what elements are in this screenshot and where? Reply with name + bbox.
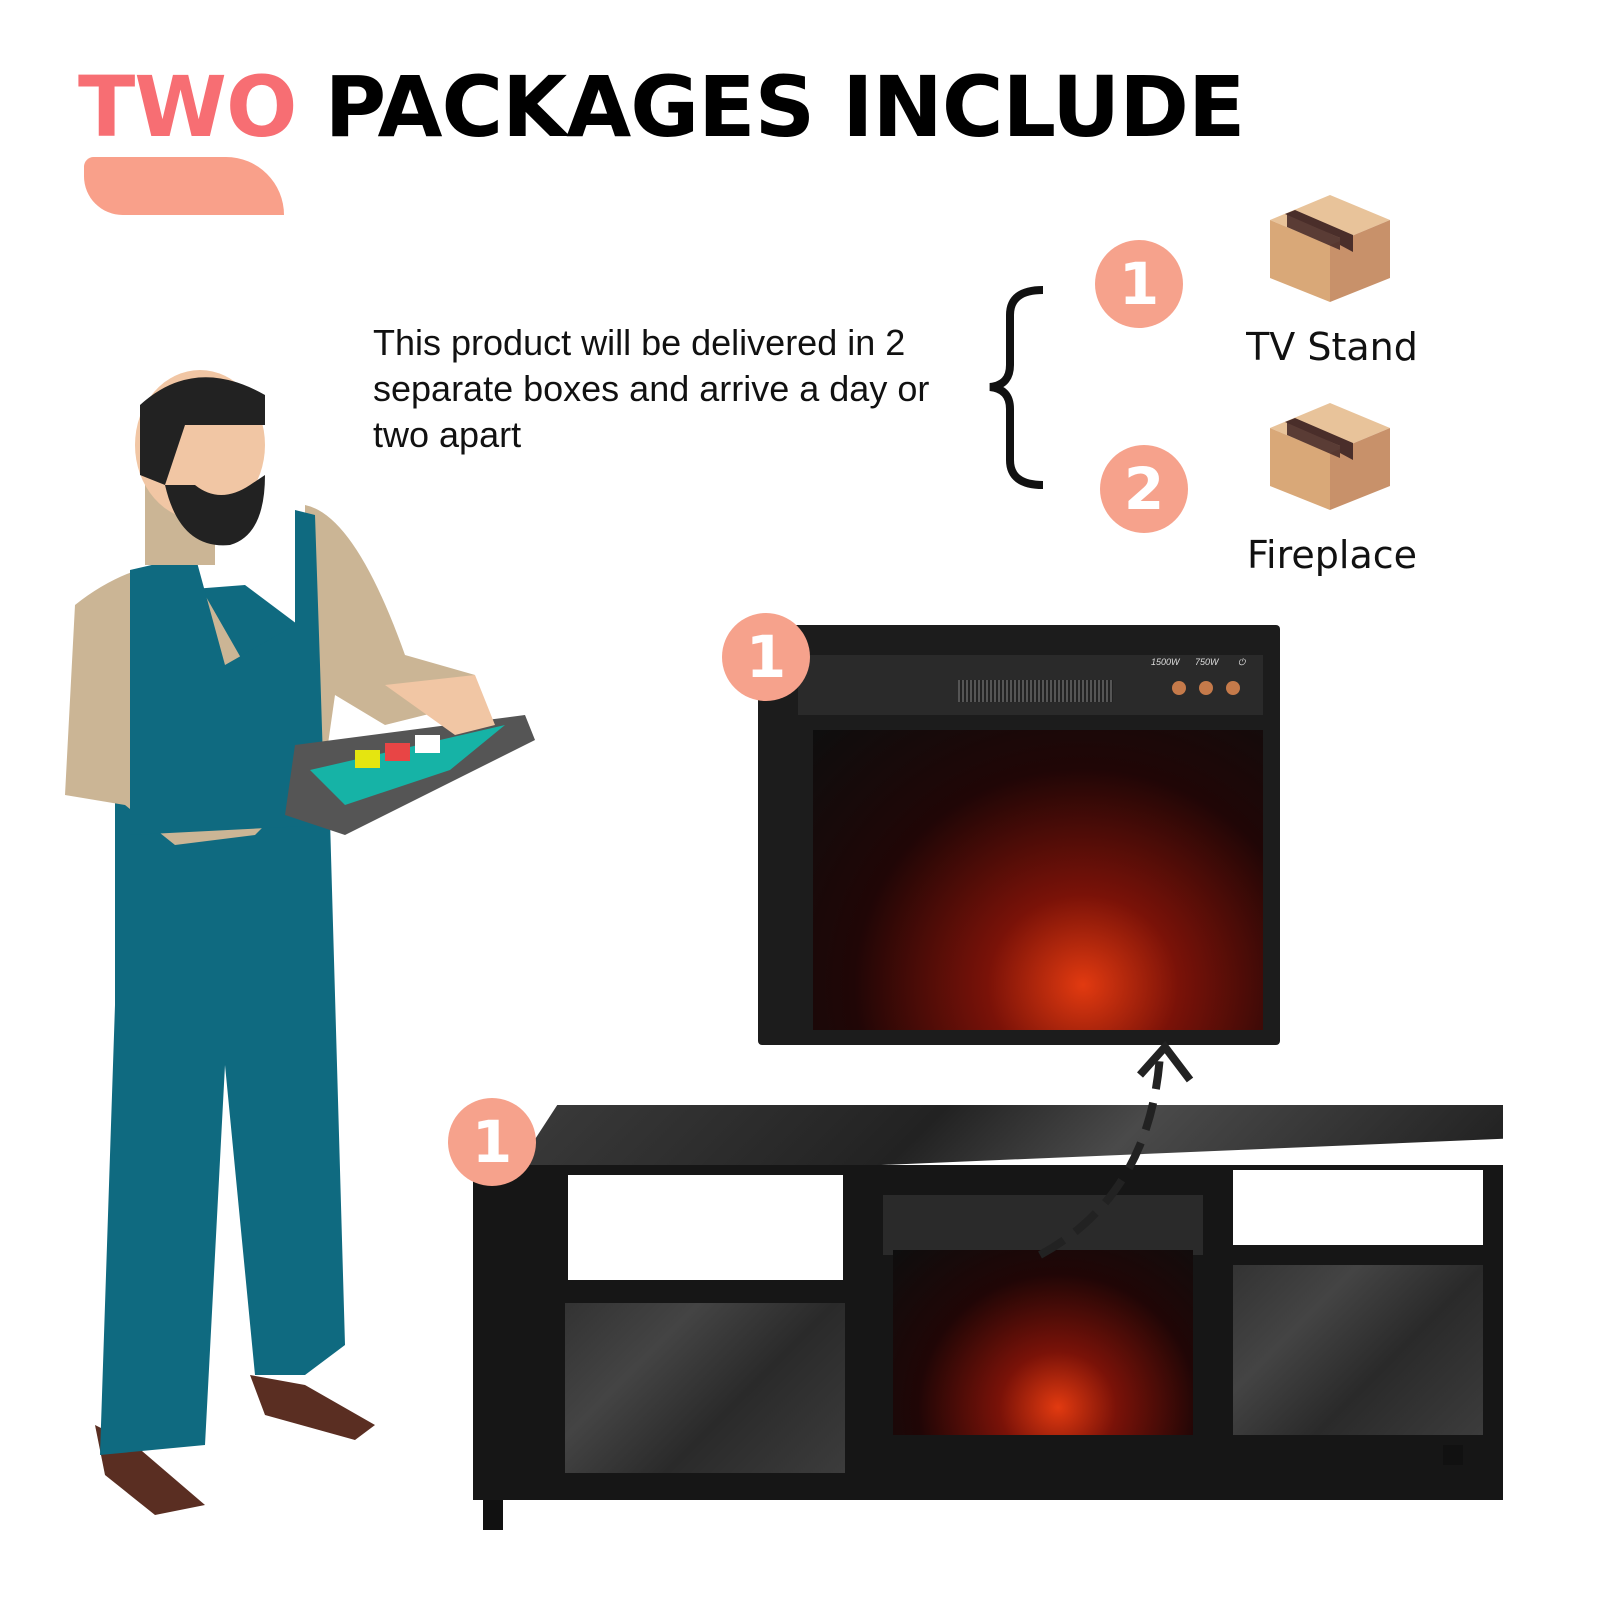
power-low-label: 750W [1195, 657, 1219, 667]
arrow-up-icon [1038, 1040, 1194, 1259]
tv-stand-marker: 1 [448, 1098, 536, 1186]
delivery-description: This product will be delivered in 2 sepa… [373, 322, 930, 455]
package-label-fireplace: Fireplace [1246, 533, 1418, 577]
package-number-1: 1 [1095, 240, 1183, 328]
flame-display [813, 730, 1263, 1030]
title-underline-shape [84, 157, 284, 215]
knob[interactable] [1172, 681, 1186, 695]
cardboard-box-icon [1270, 195, 1390, 302]
worker-illustration [65, 370, 535, 1515]
fireplace-marker: 1 [722, 613, 810, 701]
power-icon: ⏻ [1238, 657, 1246, 667]
brace-icon [989, 286, 1044, 489]
package-label-tv-stand: TV Stand [1246, 325, 1418, 369]
knob[interactable] [1199, 681, 1213, 695]
package-number-2: 2 [1100, 445, 1188, 533]
cardboard-box-icon [1270, 403, 1390, 510]
knob[interactable] [1226, 681, 1240, 695]
fireplace-insert-image: 1500W 750W ⏻ [758, 625, 1280, 1045]
tv-stand-image [473, 1105, 1503, 1535]
power-high-label: 1500W [1151, 657, 1180, 667]
page-title: TWO PACKAGES INCLUDE [78, 58, 1245, 156]
